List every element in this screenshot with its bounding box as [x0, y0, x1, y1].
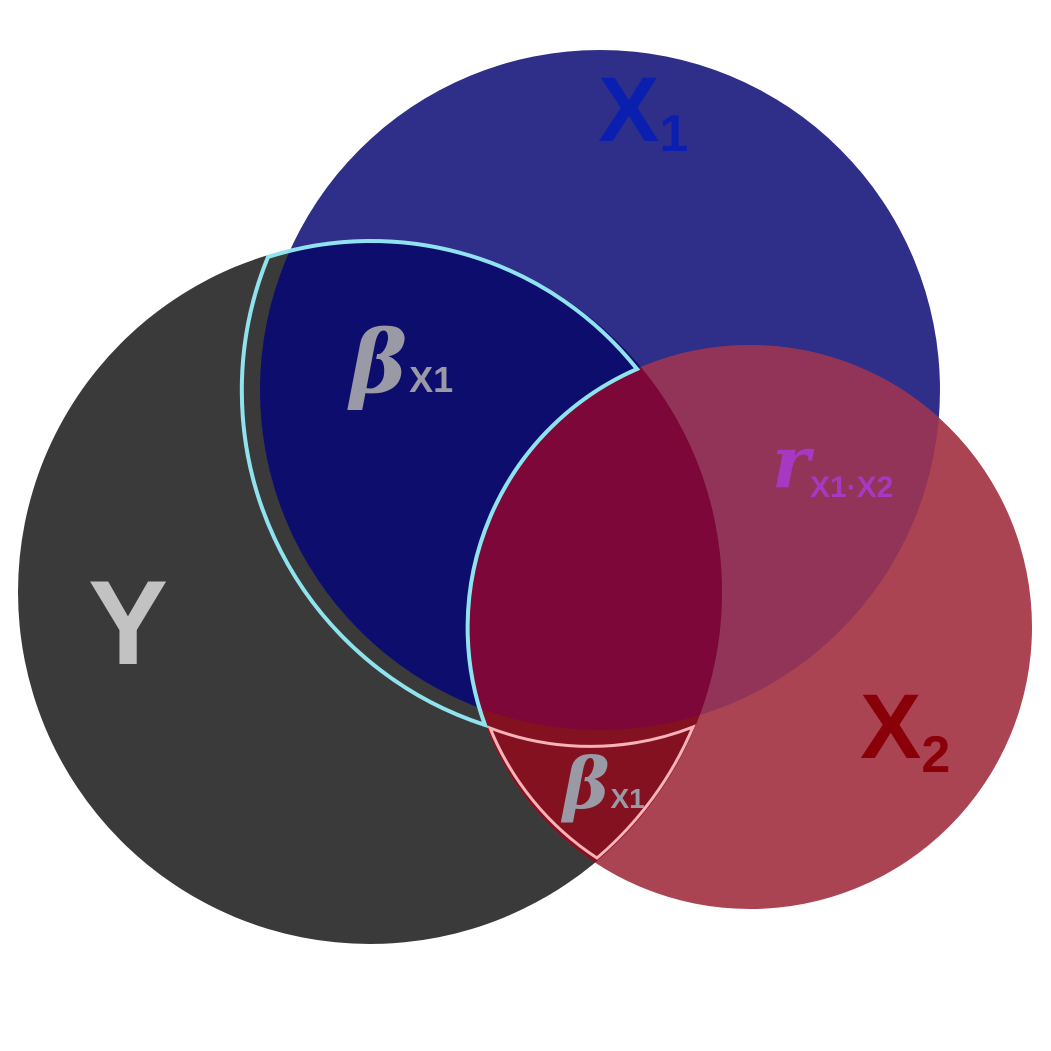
label-x2: X2 [860, 676, 950, 784]
label-beta-x1-lower: βX1 [560, 742, 645, 825]
label-y: Y [88, 556, 168, 690]
overlap-triple [468, 345, 722, 730]
label-r-x1-x2: rX1·X2 [772, 419, 893, 504]
label-beta-x1-upper: βX1 [347, 312, 453, 413]
highlight-beta-x1-upper-region [239, 238, 641, 729]
highlight-beta-x1-lower-region [487, 724, 696, 860]
overlap-y-x1 [260, 240, 722, 730]
label-x1: X1 [598, 59, 688, 163]
